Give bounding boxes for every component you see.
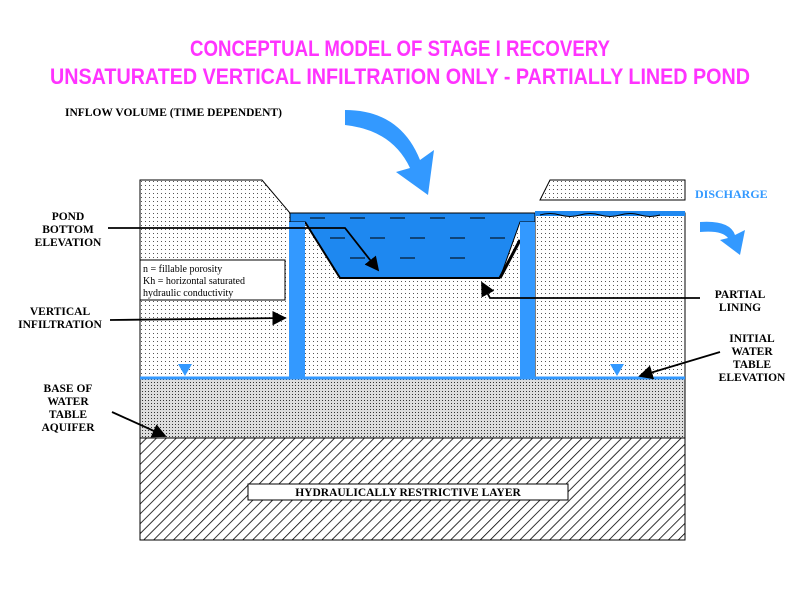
water-surface-dashes — [310, 217, 505, 259]
vertical-infiltration-label-2: INFILTRATION — [18, 319, 102, 331]
discharge-label: DISCHARGE — [695, 187, 768, 201]
infiltration-column-right — [520, 222, 535, 378]
leader-arrows — [108, 227, 721, 438]
partial-lining-label-2: LINING — [719, 302, 761, 314]
discharge-arrow-icon — [700, 221, 745, 255]
inflow-label: INFLOW VOLUME (TIME DEPENDENT) — [65, 107, 282, 119]
title-line-2: UNSATURATED VERTICAL INFILTRATION ONLY -… — [50, 64, 750, 89]
legend-line-1: n = fillable porosity — [143, 264, 222, 275]
water-table-marker-left-icon — [178, 364, 192, 376]
initial-water-table-label-4: ELEVATION — [719, 372, 786, 384]
initial-water-table-label-1: INITIAL — [729, 333, 775, 345]
discharge-channel — [535, 211, 685, 216]
discharge-surface — [539, 213, 661, 217]
base-aquifer-label-1: BASE OF — [44, 383, 93, 395]
pond-bottom — [304, 221, 500, 279]
initial-water-table-label-2: WATER — [731, 346, 773, 358]
right-bank — [534, 212, 686, 379]
initial-water-table-label-3: TABLE — [733, 359, 771, 371]
base-aquifer-label-4: AQUIFER — [41, 422, 95, 434]
right-berm — [539, 179, 686, 201]
restrictive-label-box — [247, 483, 569, 501]
vertical-infiltration-label-1: VERTICAL — [30, 306, 91, 318]
partial-lining — [498, 239, 522, 279]
base-aquifer-label-3: TABLE — [49, 409, 87, 421]
inflow-arrow-icon — [345, 110, 434, 195]
legend-box — [139, 259, 286, 301]
legend-line-2: Kh = horizontal saturated — [143, 276, 245, 287]
aquifer — [139, 377, 686, 439]
infiltration-column-left — [289, 222, 305, 378]
pond-bottom-label-2: BOTTOM — [42, 224, 94, 236]
restrictive-layer-label: HYDRAULICALLY RESTRICTIVE LAYER — [295, 487, 521, 499]
partial-lining-label-1: PARTIAL — [715, 289, 766, 301]
water-table-marker-right-icon — [610, 364, 624, 376]
legend-line-3: hydraulic conductivity — [143, 288, 233, 299]
base-aquifer-label-2: WATER — [47, 396, 89, 408]
title-line-1: CONCEPTUAL MODEL OF STAGE I RECOVERY — [190, 36, 610, 61]
pond-bottom-label-1: POND — [52, 211, 85, 223]
pond-bottom-label-3: ELEVATION — [35, 237, 102, 249]
